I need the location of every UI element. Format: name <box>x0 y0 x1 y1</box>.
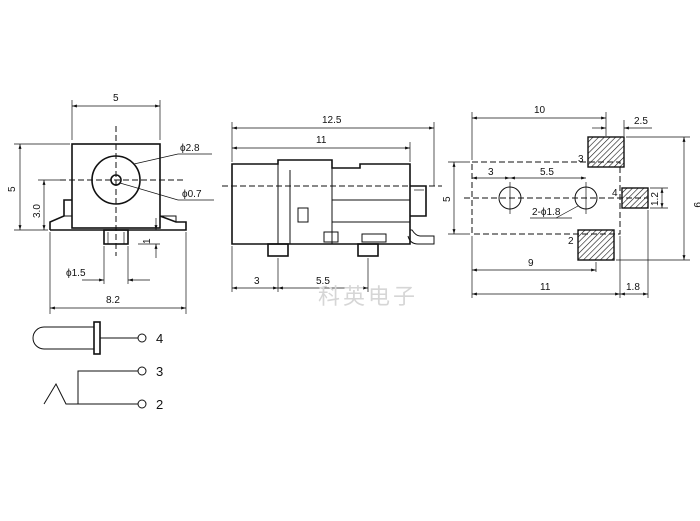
dim-side-total: 12.5 <box>322 115 342 126</box>
dim-fp-holes: 2-ϕ1.8 <box>532 207 561 218</box>
pin-label-2: 2 <box>156 397 163 412</box>
side-view: 12.5 11 3 5.5 <box>222 115 442 292</box>
dim-pin-1: 1 <box>142 238 153 244</box>
dim-hole-small: ϕ0.7 <box>182 189 202 200</box>
plug-body <box>32 326 95 350</box>
pin-4-terminal <box>137 333 147 343</box>
pad-label-3: 3 <box>578 154 584 165</box>
pin-label-4: 4 <box>156 331 163 346</box>
pad-label-2: 2 <box>568 236 574 247</box>
pad-4 <box>621 187 649 209</box>
front-view: 5 5 3.0 ϕ2.8 ϕ0.7 1 ϕ1.5 8.2 <box>7 93 214 314</box>
dim-side-body: 11 <box>316 135 327 146</box>
pad-3 <box>587 136 625 168</box>
dim-fp-height: 5 <box>442 196 453 202</box>
side-pin-leg <box>407 229 435 245</box>
dim-fp-bottom-9: 9 <box>528 258 534 269</box>
left-pin-leg <box>49 199 72 230</box>
dim-front-bottom: 8.2 <box>106 295 120 306</box>
side-peg-left <box>267 243 289 257</box>
plug-collar <box>93 321 101 355</box>
pad-2 <box>577 229 615 261</box>
dim-fp-pad-width: 2.5 <box>634 116 648 127</box>
pad-label-4: 4 <box>612 188 618 199</box>
side-window <box>297 207 309 223</box>
dim-front-3: 3.0 <box>32 204 43 218</box>
side-right-tab <box>410 185 427 217</box>
contact-2-wire <box>43 382 138 405</box>
side-peg-right <box>357 243 379 257</box>
pin-3-terminal <box>137 366 147 376</box>
footprint-view: 3 4 2 10 2.5 5 9 1.2 3 5.5 <box>442 105 700 298</box>
dim-fp-total-height: 9 <box>691 202 700 208</box>
dim-front-top: 5 <box>113 93 119 104</box>
dim-pin-dia: ϕ1.5 <box>66 268 86 279</box>
dim-fp-hole-spacing: 5.5 <box>540 167 554 178</box>
watermark: 科英电子 <box>318 285 418 310</box>
dim-side-peg-spacing: 5.5 <box>316 276 330 287</box>
side-body-outline <box>231 159 411 245</box>
schematic-symbol: 4 3 2 <box>32 321 163 412</box>
dim-fp-hole-x: 3 <box>488 167 494 178</box>
dim-hole-large: ϕ2.8 <box>180 143 200 154</box>
dim-side-peg-offset: 3 <box>254 276 260 287</box>
dim-fp-bottom-11: 11 <box>540 282 551 293</box>
dim-front-left: 5 <box>7 186 18 192</box>
dim-fp-top: 10 <box>534 105 546 116</box>
dim-fp-pad4: 1.2 <box>650 192 661 206</box>
pin-label-3: 3 <box>156 364 163 379</box>
dim-fp-pad-offset: 1.8 <box>626 282 640 293</box>
pin-2-terminal <box>137 399 147 409</box>
contact-3-wire <box>77 370 138 404</box>
